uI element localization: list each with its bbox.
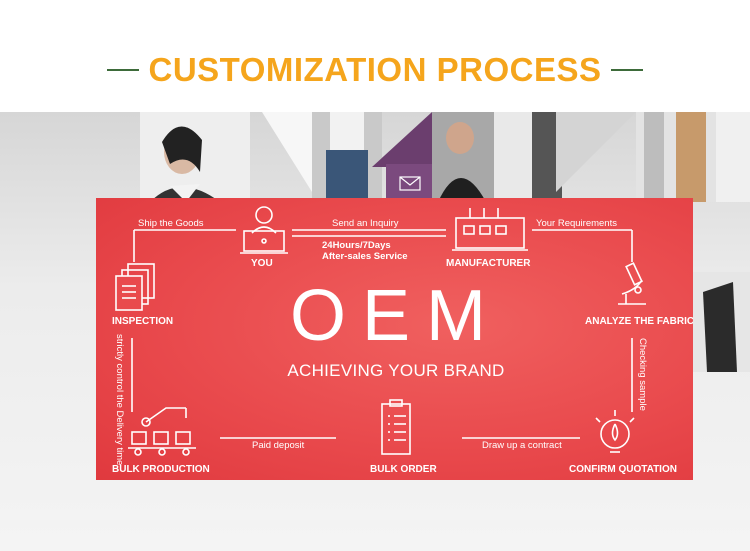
idea-bulb-icon [595, 410, 635, 453]
mail-icon [386, 164, 434, 202]
link-draw-up-contract: Draw up a contract [482, 440, 562, 451]
step-inspection: INSPECTION [112, 316, 174, 327]
link-ship-goods: Ship the Goods [138, 218, 204, 229]
link-checking-sample: Checking sample [637, 338, 648, 411]
factory-icon [452, 208, 528, 251]
step-bulk-production: BULK PRODUCTION [112, 464, 210, 475]
robot-arm-icon [128, 407, 196, 456]
link-send-inquiry: Send an Inquiry [332, 218, 399, 229]
link-your-requirements: Your Requirements [536, 218, 617, 229]
step-analyze-fabric: ANALYZE THE FABRIC [585, 316, 693, 327]
collage-shape [556, 112, 636, 192]
model-photo-side [693, 272, 750, 372]
title-rule-left [106, 69, 139, 71]
model-photo-woman [140, 112, 250, 202]
model-photo-jeans [312, 112, 382, 202]
title-rule-right [611, 69, 644, 71]
step-manufacturer: MANUFACTURER [446, 258, 531, 269]
step-confirm-quotation: CONFIRM QUOTATION [569, 464, 677, 475]
service-after-sales: After-sales Service [322, 251, 408, 262]
step-bulk-order: BULK ORDER [370, 464, 437, 475]
microscope-icon [618, 262, 646, 305]
model-photo-dress [636, 112, 750, 202]
model-photo-group [432, 112, 562, 202]
service-hours: 24Hours/7Days [322, 240, 391, 251]
collage-shape [372, 112, 432, 167]
link-strictly-control: strictly control the Delivery time [114, 334, 125, 466]
oem-process-panel: YOU Send an Inquiry 24Hours/7Days After-… [96, 198, 693, 480]
step-you: YOU [251, 258, 273, 269]
oem-headline: OEM [289, 276, 502, 356]
documents-icon [115, 263, 155, 311]
link-paid-deposit: Paid deposit [252, 440, 305, 451]
page-title: CUSTOMIZATION PROCESS [148, 51, 602, 88]
process-flow-lines [131, 229, 633, 439]
page-header: CUSTOMIZATION PROCESS [0, 48, 750, 92]
person-laptop-icon [240, 206, 288, 254]
oem-tagline: ACHIEVING YOUR BRAND [287, 361, 505, 380]
clipboard-icon [381, 399, 411, 455]
